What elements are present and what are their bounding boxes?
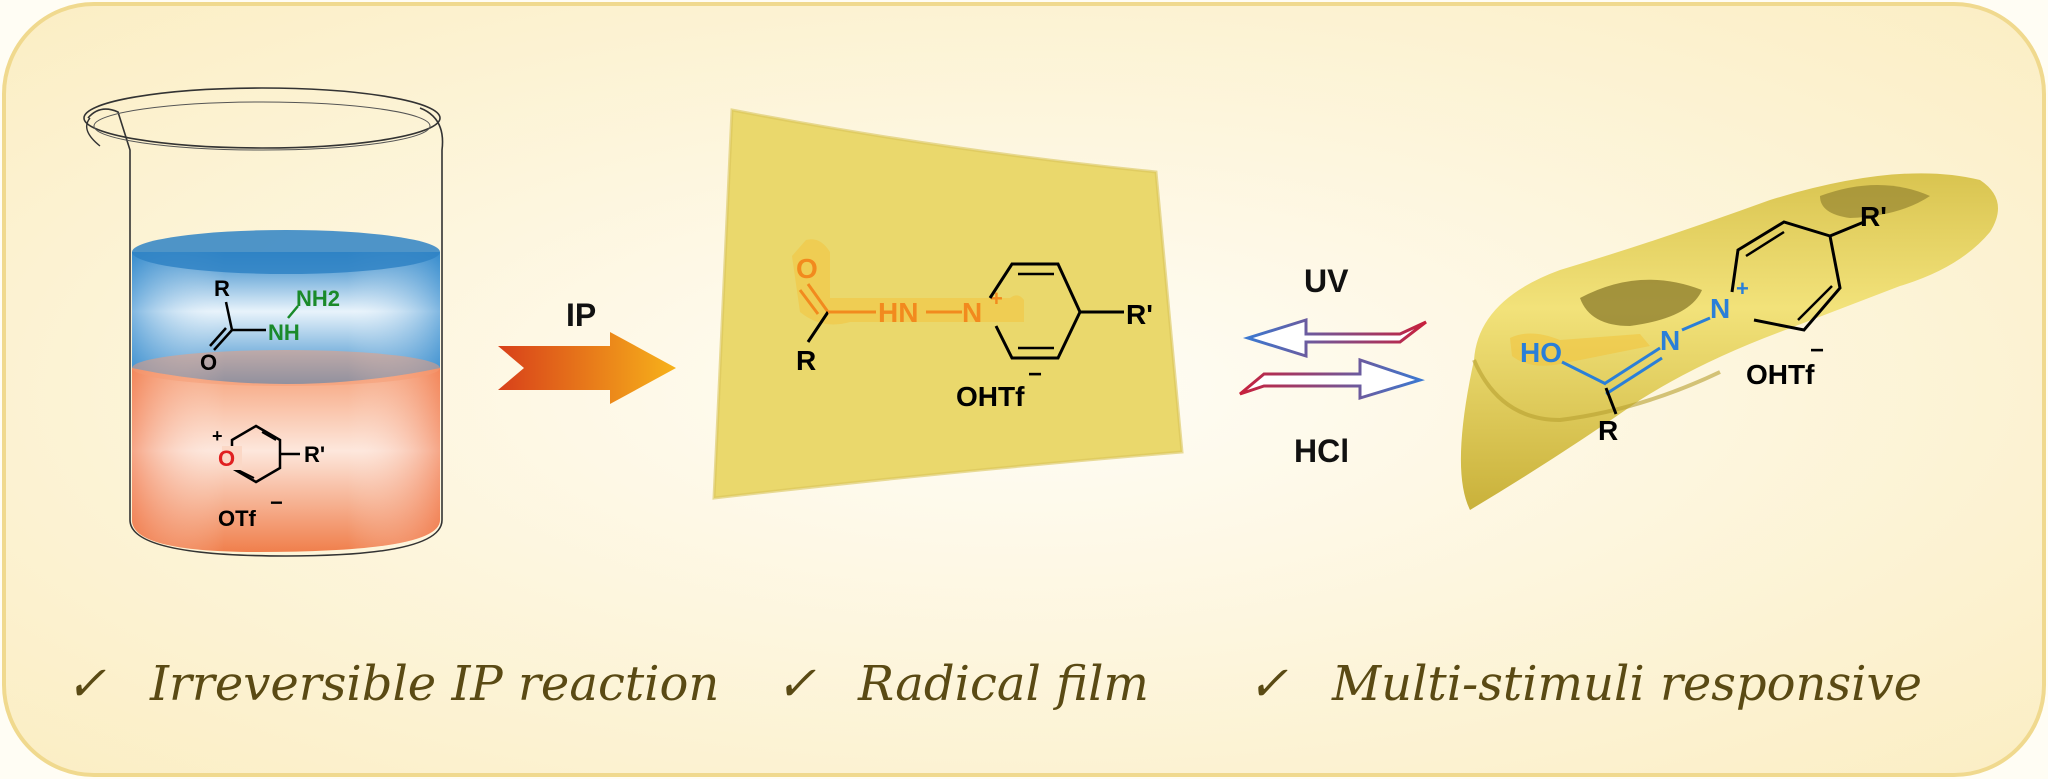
- film-o: O: [796, 253, 818, 284]
- hydrazide-r: R: [214, 276, 230, 301]
- feature-text-3: Multi-stimuli responsive: [1331, 656, 1922, 712]
- rolled-film: HO R N N + R' OHTf −: [1460, 173, 1998, 511]
- uv-arrow: [1242, 317, 1427, 359]
- equilibrium: UV HCl: [1239, 263, 1427, 469]
- feature-text-1: Irreversible IP reaction: [149, 656, 719, 712]
- pyrylium-minus: −: [270, 490, 283, 515]
- feature-check-3: ✓: [1248, 656, 1288, 712]
- hcl-label: HCl: [1294, 433, 1349, 469]
- hydrazide-nh: NH: [268, 320, 300, 345]
- film-rprime: R': [1126, 299, 1153, 330]
- feature-text-2: Radical film: [857, 656, 1149, 712]
- tube-counterion: OHTf: [1746, 359, 1815, 390]
- tube-r: R: [1598, 415, 1618, 446]
- beaker-glass: [87, 107, 444, 557]
- tube-plus: +: [1736, 276, 1749, 301]
- pyrylium-molecule: O + R' OTf −: [212, 424, 325, 531]
- tube-ho: HO: [1520, 337, 1562, 368]
- film-n: N: [962, 297, 982, 328]
- film-r: R: [796, 345, 816, 376]
- hcl-arrow: [1239, 357, 1425, 401]
- tube-n2: N: [1710, 293, 1730, 324]
- pyrylium-counterion: OTf: [218, 506, 257, 531]
- tube-body: [1460, 173, 1998, 511]
- ip-arrow: [498, 332, 676, 404]
- ip-step: IP: [498, 297, 676, 404]
- uv-label: UV: [1304, 263, 1349, 299]
- film-counterion: OHTf: [956, 381, 1025, 412]
- film-minus: −: [1028, 361, 1042, 388]
- pyrylium-rprime: R': [304, 442, 325, 467]
- film-hn: HN: [878, 297, 918, 328]
- pyrylium-o: O: [218, 446, 235, 471]
- tube-n1: N: [1660, 325, 1680, 356]
- pyrylium-plus: +: [212, 426, 223, 446]
- feature-check-1: ✓: [66, 656, 106, 712]
- hydrazide-nh2: NH2: [296, 286, 340, 311]
- hydrazide-o: O: [200, 350, 217, 375]
- beaker: R O NH NH2 O + R' OTf −: [83, 87, 444, 557]
- flat-film: O R HN N + R' OHTf −: [712, 108, 1184, 500]
- feature-check-2: ✓: [776, 656, 816, 712]
- tube-rprime: R': [1860, 201, 1887, 232]
- feature-list: ✓ Irreversible IP reaction ✓ Radical fil…: [66, 656, 1922, 712]
- ip-label: IP: [566, 297, 596, 333]
- hydrazide-molecule: R O NH NH2: [200, 276, 340, 375]
- tube-minus: −: [1810, 337, 1824, 364]
